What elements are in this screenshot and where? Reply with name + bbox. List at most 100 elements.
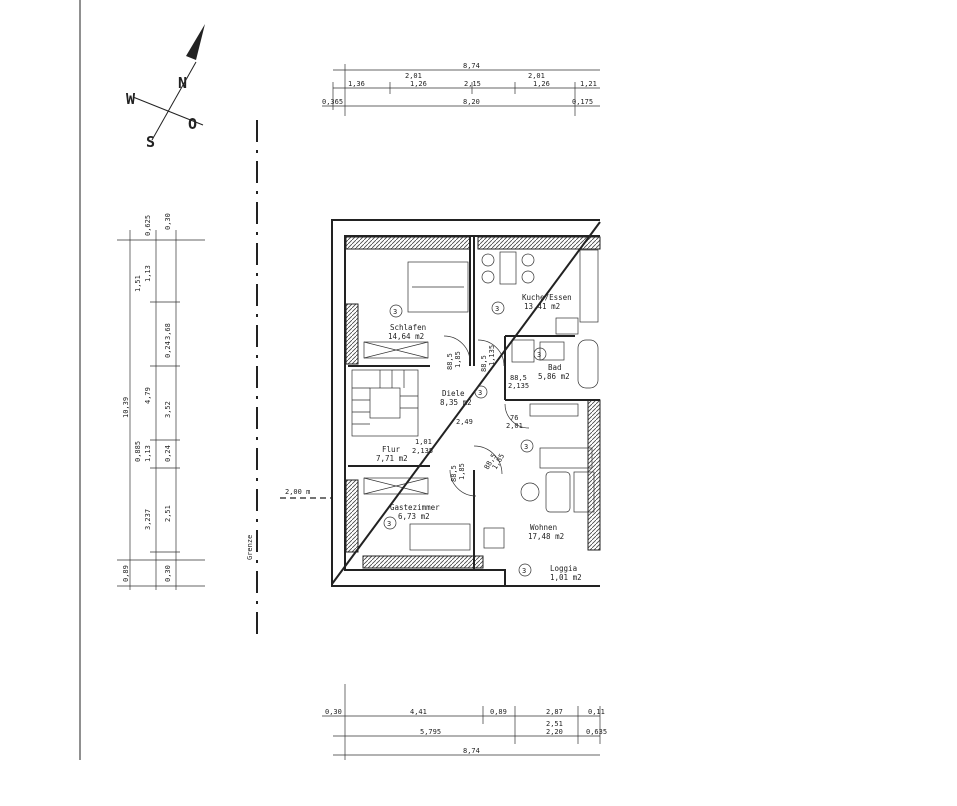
dim-bottom-row2-2: 2,20 — [546, 728, 563, 736]
unit-marker-bad: 3 — [537, 351, 541, 359]
guest-bed — [409, 523, 471, 551]
compass-label-o: O — [188, 115, 197, 133]
wardrobe-flur — [363, 477, 429, 495]
room-name-flur: Flur — [382, 445, 401, 454]
dim-bottom-row2-1: 5,795 — [420, 728, 441, 736]
compass-north-arrow — [186, 24, 205, 60]
room-name-diele: Diele — [442, 389, 465, 398]
washbasin — [539, 341, 565, 361]
dim-bottom-row2-3: 0,635 — [586, 728, 607, 736]
outer-wall — [331, 219, 600, 587]
diagonal-line — [331, 221, 601, 585]
unit-markers: 3 3 3 3 3 3 3 — [383, 301, 547, 577]
door-label-6: 76 — [510, 414, 518, 422]
door-label-10: 2,135 — [412, 447, 433, 455]
door-swings — [443, 335, 530, 497]
dim-top-2: 1,26 — [410, 80, 427, 88]
dim-mid-0: 0,30 — [164, 213, 172, 230]
room-area-loggia: 1,01 m2 — [550, 573, 582, 582]
wardrobe-wohnen — [529, 403, 579, 417]
dim-mid-11: 0,30 — [164, 565, 172, 582]
dim-top-overall: 8,74 — [463, 62, 480, 70]
door-label-0: 88,5 — [446, 353, 454, 370]
bathtub — [577, 339, 599, 389]
dim-mid-1: 1,51 — [134, 275, 142, 292]
door-label-13: 88,5 — [450, 465, 458, 482]
room-area-wohnen: 17,48 m2 — [528, 532, 564, 541]
dining-table — [499, 251, 517, 285]
side-table — [520, 482, 540, 502]
room-name-bad: Bad — [548, 363, 562, 372]
kitchen-counter — [579, 249, 599, 323]
wall-hatch-top-left — [345, 236, 471, 250]
dim-top-row3-2: 0,175 — [572, 98, 593, 106]
armchair — [573, 471, 595, 513]
dim-top-0: 1,36 — [348, 80, 365, 88]
dim-mid-10: 2,51 — [164, 505, 172, 522]
dim-bottom-row2-0: 2,51 — [546, 720, 563, 728]
door-label-3: 1,135 — [488, 345, 496, 366]
dim-bottom-2: 0,89 — [490, 708, 507, 716]
room-area-gastezimmer: 6,73 m2 — [398, 512, 430, 521]
dim-mid-3: 3,68 — [164, 323, 172, 340]
door-label-9: 1,01 — [415, 438, 432, 446]
wall-hatch-top-right — [477, 236, 601, 250]
unit-marker-schlafen: 3 — [393, 308, 397, 316]
building-walls — [331, 219, 601, 587]
room-name-wohnen: Wohnen — [530, 523, 557, 532]
dim-bottom-3: 2,87 — [546, 708, 563, 716]
compass-label-s: S — [146, 133, 155, 151]
wall-hatch-left-2 — [345, 479, 359, 553]
compass-label-n: N — [178, 74, 187, 92]
dim-left-2: 0,885 — [134, 441, 142, 462]
room-area-bad: 5,86 m2 — [538, 372, 570, 381]
dim-bottom-0: 0,30 — [325, 708, 342, 716]
dim-mid-8: 0,24 — [164, 445, 172, 462]
room-name-loggia: Loggia — [550, 564, 577, 573]
shower — [511, 339, 535, 363]
coffee-table — [545, 471, 571, 513]
compass-label-w: W — [126, 90, 136, 108]
unit-marker-loggia: 3 — [522, 567, 526, 575]
staircase — [351, 369, 419, 437]
dim-top-row3-0: 0,365 — [322, 98, 343, 106]
double-bed — [407, 261, 469, 313]
room-name-schlafen: Schlafen — [390, 323, 426, 332]
dim-mid-9: 3,237 — [144, 509, 152, 530]
room-name-gastezimmer: Gastezimmer — [390, 503, 440, 512]
door-label-14: 1,85 — [458, 463, 466, 480]
room-area-kueche: 13,41 m2 — [524, 302, 560, 311]
door-label-8: 2,49 — [456, 418, 473, 426]
wall-hatch-left-1 — [345, 303, 359, 365]
door-label-7: 2,01 — [506, 422, 523, 430]
room-labels: Schlafen 14,64 m2 Kuche/Essen 13,41 m2 B… — [376, 293, 582, 582]
unit-marker-kueche: 3 — [495, 305, 499, 313]
dim-bottom-4: 0,11 — [588, 708, 605, 716]
compass-axis-ns — [151, 61, 197, 141]
dim-left-0: 0,625 — [144, 215, 152, 236]
inner-wall-line — [344, 235, 600, 586]
dim-top-4: 2,01 — [528, 72, 545, 80]
dim-top-6: 1,21 — [580, 80, 597, 88]
door-label-2: 88,5 — [480, 355, 488, 372]
furniture — [363, 249, 599, 551]
wall-hatch-bottom — [362, 555, 484, 569]
dim-top-5: 1,26 — [533, 80, 550, 88]
setback-label: 2,00 m — [285, 488, 310, 496]
door-label-4: 88,5 — [510, 374, 527, 382]
boundary-label: Grenze — [246, 535, 254, 560]
unit-marker-diele: 3 — [478, 389, 482, 397]
room-area-schlafen: 14,64 m2 — [388, 332, 424, 341]
compass-rose: N W S O — [126, 24, 205, 151]
unit-marker-gastezimmer: 3 — [387, 520, 391, 528]
room-area-flur: 7,71 m2 — [376, 454, 408, 463]
top-dimension-chain: 8,74 1,36 2,01 1,26 2,15 2,01 1,26 1,21 … — [322, 62, 600, 116]
sofa — [539, 447, 593, 469]
dim-mid-5: 4,79 — [144, 387, 152, 404]
door-label-5: 2,135 — [508, 382, 529, 390]
unit-marker-wohnen-top: 3 — [524, 443, 528, 451]
room-name-kueche: Kuche/Essen — [522, 293, 572, 302]
room-area-diele: 8,35 m2 — [440, 398, 472, 407]
dim-bottom-1: 4,41 — [410, 708, 427, 716]
